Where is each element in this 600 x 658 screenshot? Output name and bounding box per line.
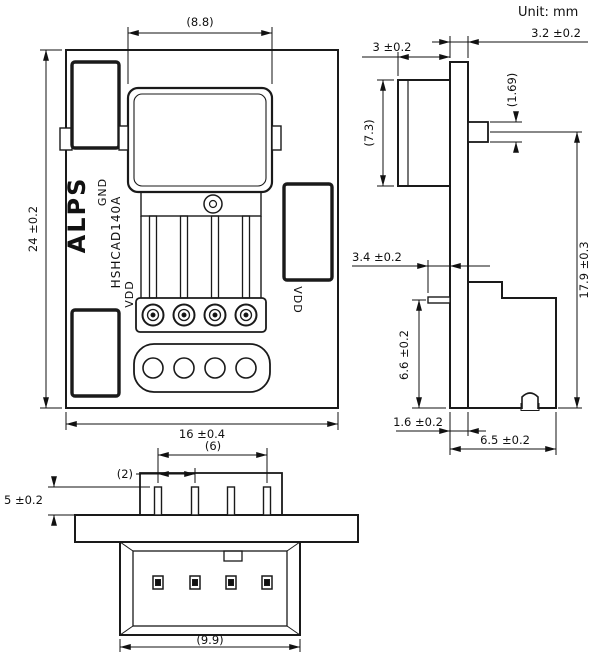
side-plate	[449, 61, 469, 409]
connector-housing-inner	[133, 93, 267, 187]
bottom-housing-inner	[132, 550, 288, 627]
housing-tab-right	[271, 125, 282, 151]
dim-text-front-width: 16 ±0.4	[179, 427, 225, 441]
dim-front-connector-width: (8.8)	[127, 15, 273, 84]
label-vdd-right: VDD	[291, 286, 304, 313]
bottom-housing-outline	[119, 541, 301, 636]
lead-traces	[148, 215, 251, 299]
dim-text-front-connector-width: (8.8)	[186, 15, 213, 29]
dim-text-front-height: 24 ±0.2	[26, 206, 40, 252]
bottom-housing-chamfers	[119, 541, 301, 636]
dim-side-block-depth: 3 ±0.2	[362, 40, 451, 76]
bottom-plate	[74, 514, 359, 543]
dim-side-pin-length: 3.4 ±0.2	[352, 250, 490, 293]
side-view	[397, 61, 557, 411]
sensor-bar	[140, 191, 262, 217]
label-vdd-left: VDD	[123, 280, 136, 307]
dim-bottom-pin-span: (6)	[157, 439, 268, 483]
label-part-number: HSHCAD140A	[109, 196, 123, 289]
pad-right	[282, 182, 334, 282]
dim-text-bottom-pin-span: (6)	[205, 439, 221, 453]
label-gnd: GND	[96, 178, 109, 206]
bottom-upper-pins	[153, 486, 272, 516]
label-brand: ALPS	[63, 177, 91, 254]
front-view	[59, 49, 339, 409]
screw-terminals	[141, 303, 258, 327]
pad-top-left	[70, 60, 121, 150]
dim-front-height: 24 ±0.2	[26, 49, 62, 409]
unit-label: Unit: mm	[518, 5, 578, 20]
hole-band	[133, 343, 271, 393]
bottom-upper-shroud	[139, 472, 283, 516]
front-outline	[65, 49, 339, 409]
bottom-polarizing-key	[223, 550, 243, 562]
dim-text-bottom-housing-width: (9.9)	[196, 633, 223, 647]
dim-side-plate-thickness: 1.6 ±0.2	[393, 412, 486, 436]
dim-side-block-height: (7.3)	[362, 79, 394, 187]
dim-side-tab: (1.69)	[490, 73, 522, 153]
dim-bottom-housing-width: (9.9)	[119, 633, 301, 652]
dim-text-bottom-pin-pitch: (2)	[117, 467, 133, 481]
dim-text-side-plate-thickness: 1.6 ±0.2	[393, 415, 443, 429]
pad-bottom-left	[70, 308, 121, 398]
connector-housing	[126, 86, 274, 194]
housing-tab-left	[118, 125, 129, 151]
dim-text-side-block-depth: 3 ±0.2	[373, 40, 412, 54]
terminal-strip	[135, 297, 267, 333]
dim-bottom-pin-height: 5 ±0.2	[4, 476, 150, 526]
dim-side-depth: 6.5 ±0.2	[449, 412, 557, 455]
dim-text-side-pin-length: 3.4 ±0.2	[352, 250, 402, 264]
bottom-view	[74, 472, 359, 636]
dim-side-top-thickness: 3.2 ±0.2	[432, 26, 588, 58]
dim-text-side-top-thickness: 3.2 ±0.2	[531, 26, 581, 40]
screw-center	[208, 199, 218, 209]
dim-text-side-lower-height: 6.6 ±0.2	[397, 330, 411, 380]
side-tab	[467, 121, 489, 143]
side-notch	[521, 392, 539, 409]
dim-side-lower-height: 6.6 ±0.2	[397, 299, 446, 409]
side-lower-housing	[467, 281, 557, 409]
dim-front-width: 16 ±0.4	[65, 412, 339, 441]
dim-text-side-depth: 6.5 ±0.2	[480, 433, 530, 447]
dim-text-bottom-pin-height: 5 ±0.2	[4, 493, 43, 507]
dim-text-side-overall-height: 17.9 ±0.3	[577, 241, 591, 298]
mounting-holes	[142, 357, 257, 379]
dim-text-side-block-height: (7.3)	[362, 119, 376, 146]
dim-text-side-tab: (1.69)	[505, 73, 519, 108]
bottom-pin-contacts	[152, 575, 273, 590]
front-left-notch	[59, 127, 73, 151]
side-pin	[427, 296, 451, 304]
side-sensor-block	[397, 79, 451, 187]
dim-bottom-pin-pitch: (2)	[117, 467, 196, 483]
dim-side-overall-height: 17.9 ±0.3	[490, 131, 591, 409]
screw-head	[203, 194, 223, 214]
